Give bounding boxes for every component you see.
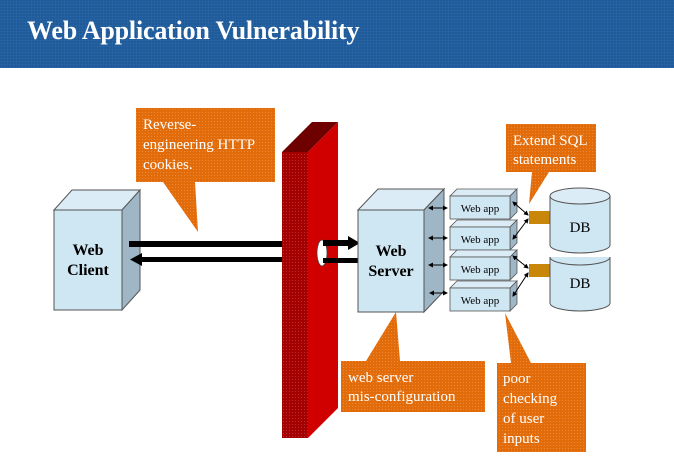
- web-app-label: Web app: [461, 203, 500, 215]
- web-app-box: Web app: [449, 249, 518, 281]
- request-arrow-icon: [348, 236, 360, 250]
- response-arrow-icon: [130, 253, 142, 266]
- firewall: [282, 122, 338, 438]
- svg-text:Reverse-: Reverse-: [143, 117, 196, 133]
- web-app-box: Web app: [449, 188, 518, 220]
- web-server-label-1: Web: [375, 243, 406, 260]
- web-server-box: Web Server: [356, 187, 446, 314]
- callout-inputs-line: inputs: [503, 431, 540, 447]
- database-cylinder: DB: [549, 187, 611, 254]
- slide-header: Web Application Vulnerability: [0, 0, 674, 68]
- db-label: DB: [570, 276, 591, 292]
- callout-inputs-line: poor: [503, 371, 531, 387]
- callout-misconfig: web server mis-configuration: [341, 312, 485, 412]
- web-client-label-1: Web: [72, 242, 103, 259]
- web-client-box: Web Client: [52, 188, 142, 312]
- callout-inputs-line: checking: [503, 391, 558, 407]
- callout-sql-line: Extend SQL: [513, 133, 588, 149]
- callout-sql-line: statements: [513, 152, 576, 168]
- web-server-label-2: Server: [368, 263, 413, 280]
- callout-inputs-line: of user: [503, 411, 544, 427]
- client-firewall-connection: [129, 241, 283, 266]
- callout-cookies-line: Reverse-: [143, 117, 196, 133]
- db-connector: [529, 264, 551, 277]
- db-connector: [529, 211, 551, 224]
- app-db-arrows: [512, 201, 529, 297]
- web-app-label: Web app: [461, 264, 500, 276]
- database-cylinder: DB: [549, 256, 611, 312]
- firewall-server-connection: [323, 236, 360, 263]
- server-app-arrows: [428, 205, 448, 296]
- db-label: DB: [570, 220, 591, 236]
- web-app-box: Web app: [449, 280, 518, 312]
- slide-title: Web Application Vulnerability: [27, 16, 360, 45]
- web-app-label: Web app: [461, 234, 500, 246]
- web-client-label-2: Client: [67, 262, 109, 279]
- callout-cookies: Reverse- engineering HTTP cookies.: [136, 108, 275, 232]
- callout-misconfig-line: mis-configuration: [348, 389, 456, 405]
- request-line: [129, 241, 283, 247]
- web-app-label: Web app: [461, 295, 500, 307]
- callout-cookies-line: cookies.: [143, 157, 193, 173]
- svg-text:cookies.: cookies.: [143, 157, 193, 173]
- callout-inputs: poor checking of user inputs: [497, 313, 586, 452]
- web-app-box: Web app: [449, 219, 518, 251]
- svg-text:engineering HTTP: engineering HTTP: [143, 137, 255, 153]
- callout-cookies-line: engineering HTTP: [143, 137, 255, 153]
- callout-misconfig-line: web server: [348, 370, 413, 386]
- callout-sql: Extend SQL statements: [506, 124, 596, 204]
- response-line: [139, 257, 283, 262]
